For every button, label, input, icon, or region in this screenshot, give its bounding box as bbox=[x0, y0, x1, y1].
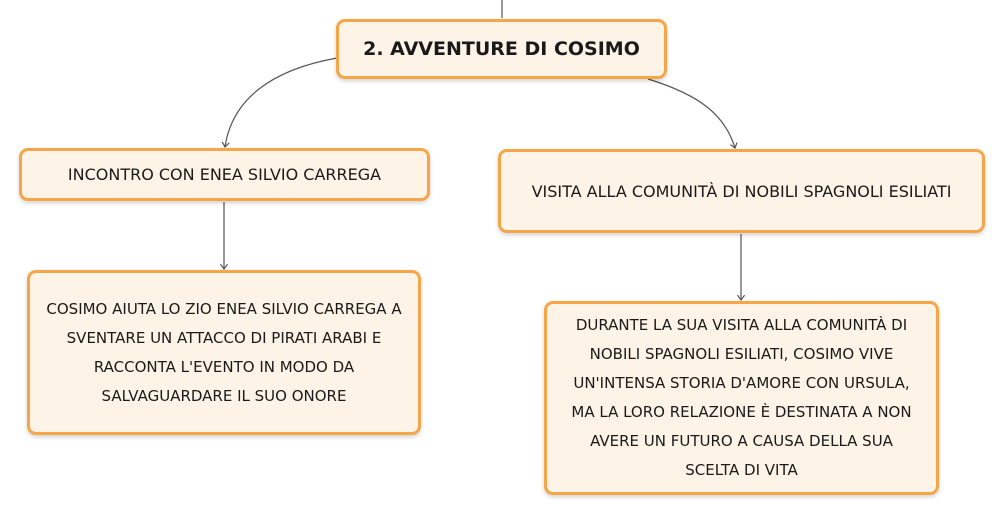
subtopic-label-visita: VISITA ALLA COMUNITÀ DI NOBILI SPAGNOLI … bbox=[531, 181, 952, 201]
detail-node-visita[interactable]: DURANTE LA SUA VISITA ALLA COMUNITÀ DI N… bbox=[544, 301, 939, 495]
root-topic-label: 2. AVVENTURE DI COSIMO bbox=[363, 38, 640, 60]
root-topic-node[interactable]: 2. AVVENTURE DI COSIMO bbox=[336, 19, 667, 79]
subtopic-node-visita[interactable]: VISITA ALLA COMUNITÀ DI NOBILI SPAGNOLI … bbox=[498, 149, 985, 233]
subtopic-label-incontro: INCONTRO CON ENEA SILVIO CARREGA bbox=[67, 165, 382, 184]
subtopic-node-incontro[interactable]: INCONTRO CON ENEA SILVIO CARREGA bbox=[19, 148, 430, 201]
connector-root-to-left-topic bbox=[225, 57, 338, 147]
detail-node-incontro[interactable]: COSIMO AIUTA LO ZIO ENEA SILVIO CARREGA … bbox=[27, 270, 421, 435]
detail-text-incontro: COSIMO AIUTA LO ZIO ENEA SILVIO CARREGA … bbox=[46, 299, 402, 405]
detail-text-visita: DURANTE LA SUA VISITA ALLA COMUNITÀ DI N… bbox=[571, 316, 912, 479]
connector-root-to-right-topic bbox=[647, 78, 735, 148]
